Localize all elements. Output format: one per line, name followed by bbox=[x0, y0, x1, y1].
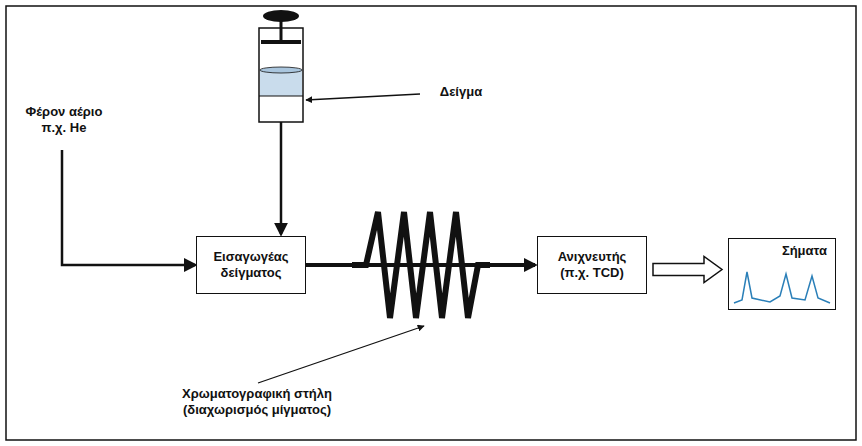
leader-line bbox=[306, 94, 420, 100]
frame bbox=[6, 6, 856, 440]
sample-label: Δείγμα bbox=[426, 84, 496, 100]
node-text: Σήματα bbox=[782, 243, 827, 259]
signal-box: Σήματα bbox=[728, 238, 836, 310]
leader-line bbox=[258, 326, 424, 383]
chromatogram-trace bbox=[734, 272, 830, 303]
carrier-gas-label: Φέρον αέριο π.χ. He bbox=[18, 104, 110, 137]
injector-box: Εισαγωγέας δείγματος bbox=[196, 236, 306, 294]
syringe bbox=[259, 10, 303, 234]
chromatographic-column bbox=[352, 212, 490, 318]
detector-box: Ανιχνευτής (π.χ. TCD) bbox=[537, 236, 647, 294]
carrier-gas-line bbox=[62, 150, 195, 265]
column-label: Χρωματογραφική στήλη (διαχωρισμός μίγματ… bbox=[168, 386, 346, 419]
node-text: Εισαγωγέας δείγματος bbox=[205, 249, 297, 282]
node-text: Ανιχνευτής (π.χ. TCD) bbox=[546, 249, 638, 282]
signal-arrow bbox=[653, 257, 722, 283]
